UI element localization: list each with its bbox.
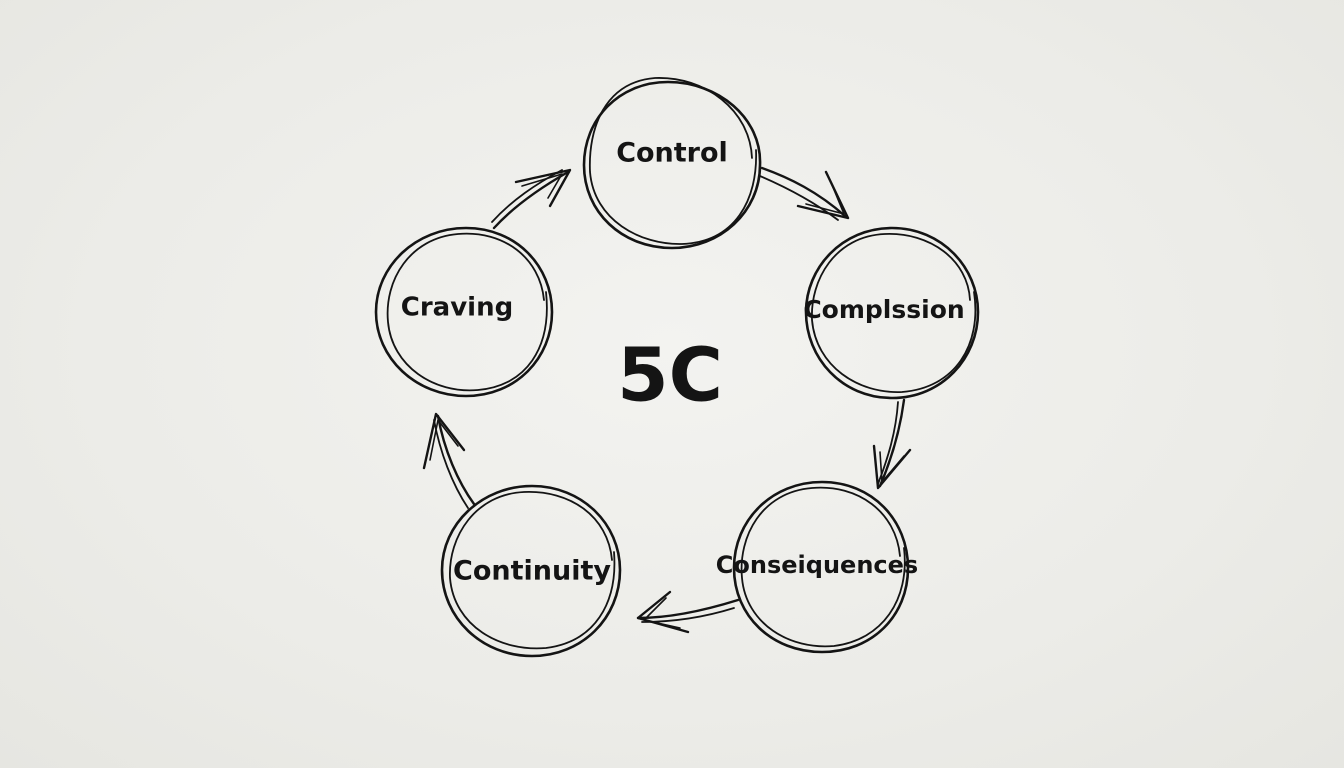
node-compulsion: Complssion bbox=[803, 226, 980, 400]
node-compulsion-circle-sketch bbox=[811, 233, 977, 393]
node-control-circle-sketch bbox=[589, 77, 757, 245]
node-compulsion-circle bbox=[804, 226, 980, 400]
center-label: 5C bbox=[617, 333, 723, 419]
arrow-control-to-compulsion bbox=[759, 166, 850, 221]
node-continuity-label: Continuity bbox=[453, 556, 611, 587]
node-continuity-circle bbox=[440, 484, 622, 658]
node-consequences-label: Conseiquences bbox=[716, 551, 918, 579]
node-craving-label: Craving bbox=[401, 293, 513, 323]
node-craving-circle-sketch bbox=[386, 232, 548, 392]
arrow-craving-to-control bbox=[491, 168, 572, 230]
node-compulsion-label: Complssion bbox=[803, 295, 964, 324]
node-craving-circle bbox=[374, 226, 554, 398]
node-control: Control bbox=[582, 77, 762, 250]
node-consequences-circle bbox=[732, 480, 910, 654]
arrow-continuity-to-craving bbox=[422, 412, 476, 509]
node-consequences-circle-sketch bbox=[740, 486, 906, 648]
node-continuity: Continuity bbox=[440, 484, 622, 658]
node-consequences: Conseiquences bbox=[716, 480, 918, 654]
node-craving: Craving bbox=[374, 226, 554, 398]
node-continuity-circle-sketch bbox=[449, 491, 616, 650]
arrow-compulsion-to-consequences bbox=[872, 398, 912, 490]
arrow-consequences-to-continuity bbox=[636, 590, 740, 634]
node-control-label: Control bbox=[616, 138, 728, 169]
